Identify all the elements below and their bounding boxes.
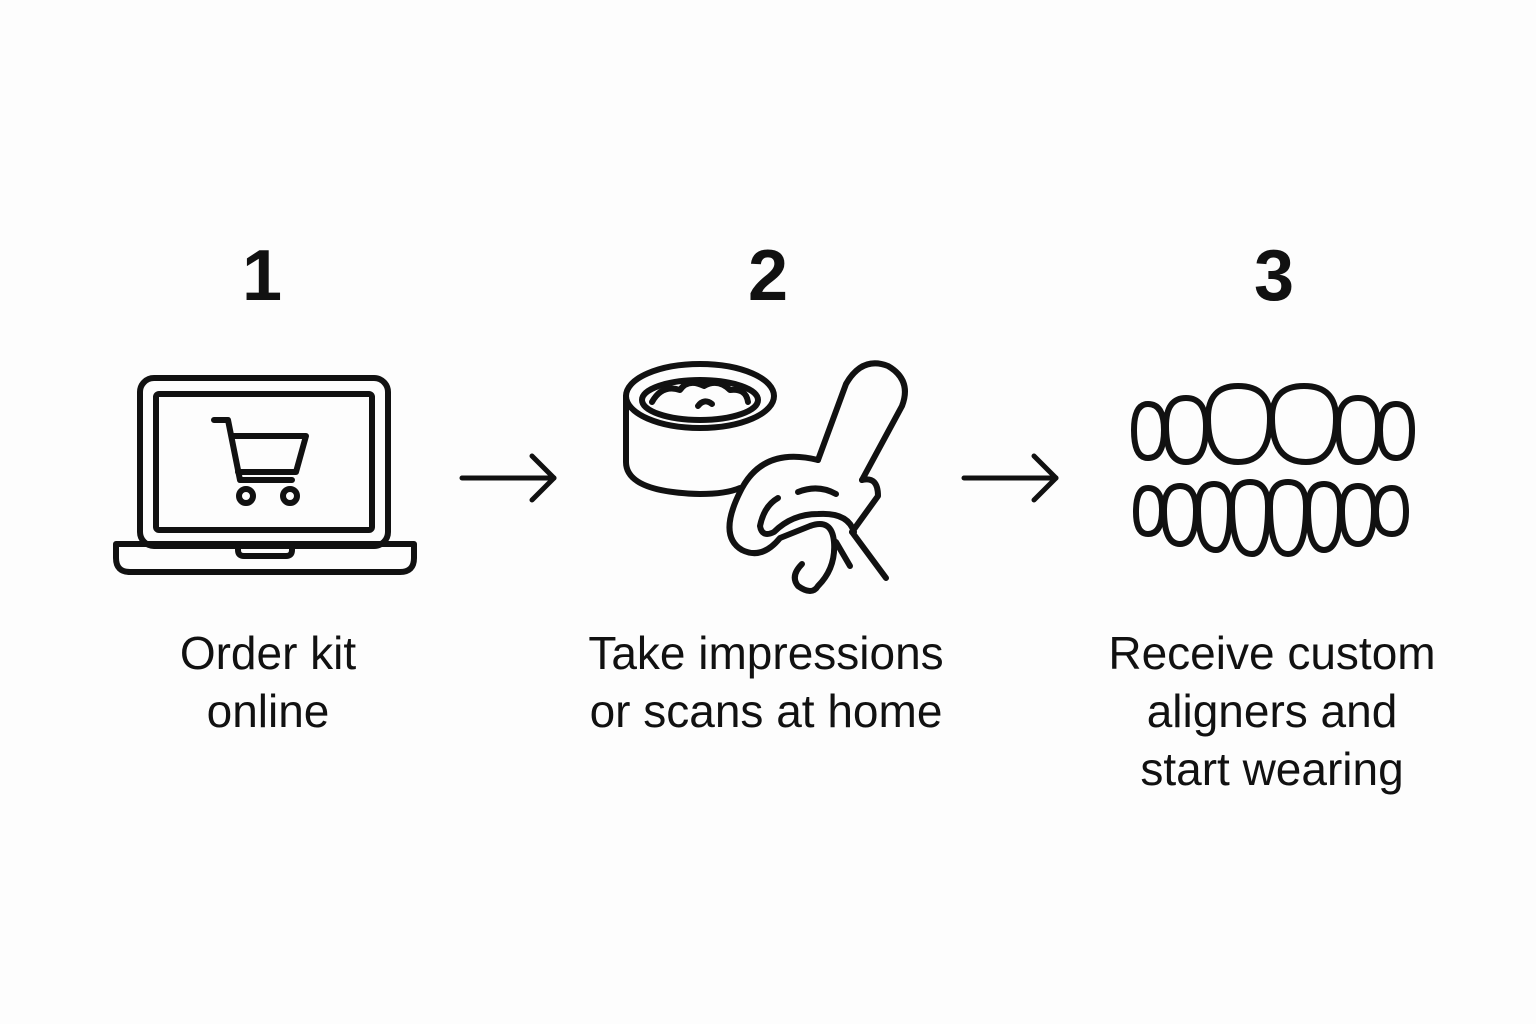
- right-arrow-icon: [458, 450, 560, 506]
- step-3-number: 3: [1253, 236, 1295, 316]
- teeth-aligners-icon: [1126, 382, 1420, 562]
- impression-kit-icon: [622, 356, 922, 596]
- step-2-label-text: Take impressions or scans at home: [588, 627, 944, 737]
- laptop-shopping-cart-icon: [110, 372, 420, 582]
- step-3-label: Receive custom aligners and start wearin…: [1052, 624, 1492, 798]
- step-1-label: Order kit online: [48, 624, 488, 740]
- right-arrow-icon: [960, 450, 1062, 506]
- step-1-number: 1: [241, 236, 283, 316]
- step-2-label: Take impressions or scans at home: [546, 624, 986, 740]
- step-3-label-text: Receive custom aligners and start wearin…: [1108, 627, 1436, 795]
- step-2-number: 2: [747, 236, 789, 316]
- step-1-label-text: Order kit online: [179, 627, 357, 737]
